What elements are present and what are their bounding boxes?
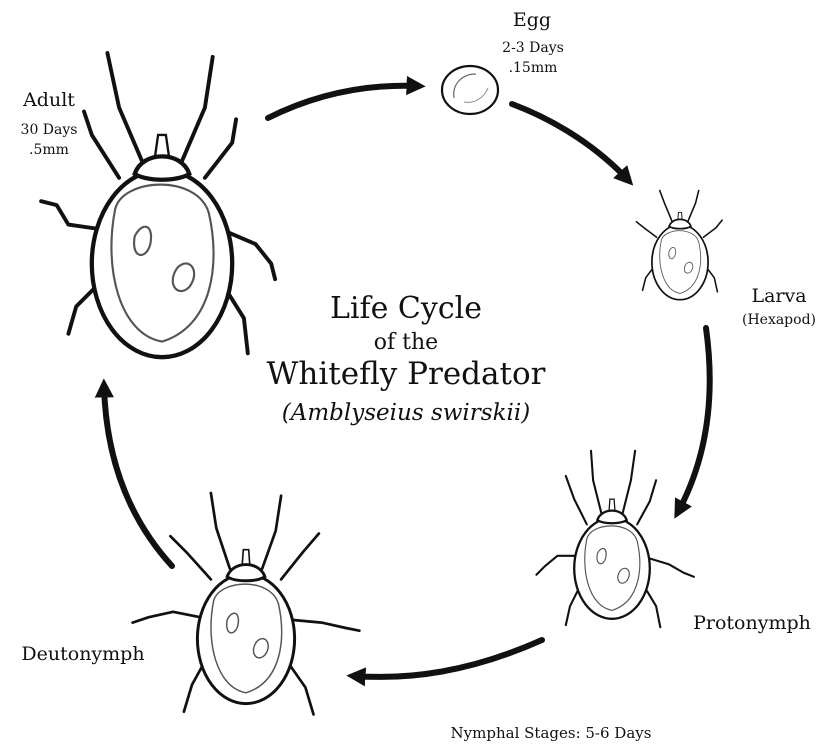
protonymph-illustration — [536, 451, 694, 627]
egg-size: .15mm — [509, 60, 558, 76]
title-line-1: Life Cycle — [330, 291, 482, 326]
larva-note: (Hexapod) — [742, 312, 816, 328]
adult-mite-illustration — [41, 53, 275, 357]
title-line-3: Whitefly Predator — [267, 356, 546, 392]
arrow-deutonymph-to-adult — [104, 386, 172, 566]
scientific-name: (Amblyseius swirskii) — [282, 400, 530, 426]
title-line-2: of the — [374, 330, 438, 355]
deutonymph-label: Deutonymph — [21, 643, 144, 665]
protonymph-label: Protonymph — [693, 612, 811, 634]
larva-name: Larva — [751, 285, 806, 307]
arrow-protonymph-to-deutonymph — [354, 640, 542, 677]
arrow-egg-to-larva — [512, 104, 628, 180]
egg-label: Egg 2-3 Days .15mm — [502, 9, 564, 76]
nymphal-stages-note: Nymphal Stages: 5-6 Days — [451, 724, 652, 742]
adult-name: Adult — [22, 89, 75, 111]
title-block: Life Cycle of the Whitefly Predator (Amb… — [267, 291, 546, 426]
adult-duration: 30 Days — [21, 122, 78, 138]
arrow-larva-to-protonymph — [678, 328, 710, 512]
adult-size: .5mm — [29, 142, 69, 158]
egg-name: Egg — [513, 9, 551, 31]
larva-illustration — [636, 190, 722, 299]
egg-illustration — [442, 66, 498, 114]
larva-label: Larva (Hexapod) — [742, 285, 816, 328]
adult-label: Adult 30 Days .5mm — [21, 89, 78, 158]
arrow-adult-to-egg — [268, 86, 418, 118]
deutonymph-illustration — [133, 493, 360, 714]
egg-duration: 2-3 Days — [502, 40, 564, 56]
